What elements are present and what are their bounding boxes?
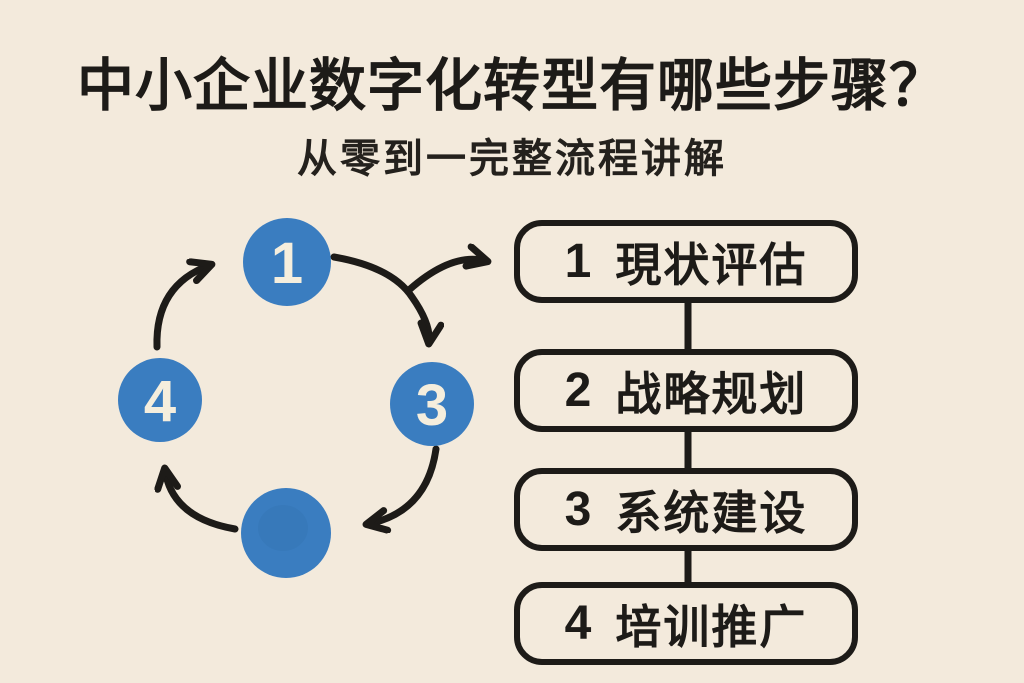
cycle-node-left — [118, 358, 202, 442]
step-label: 战略规划 — [615, 367, 808, 420]
step-box-3: 3 系统建设 — [514, 468, 858, 551]
cycle-node-right — [390, 362, 474, 446]
cycle-node-top — [243, 218, 331, 306]
cycle-node-right-label: 3 — [416, 373, 448, 438]
step-label: 培训推广 — [615, 600, 808, 653]
step-box-1: 1 現状评估 — [514, 220, 858, 303]
arrow-bottom-to-left — [165, 470, 239, 533]
cycle-node-bottom — [241, 488, 331, 578]
step-number: 3 — [564, 483, 594, 536]
cycle-nodes: 1 3 4 — [118, 218, 474, 578]
cycle-node-left-label: 4 — [144, 369, 176, 434]
arrow-top-to-right — [330, 253, 429, 342]
step-number: 2 — [564, 364, 594, 417]
arrow-left-to-top — [153, 265, 210, 351]
step-number: 4 — [564, 597, 594, 650]
cycle-node-bottom-smudge — [258, 505, 308, 551]
page-title: 中小企业数字化转型有哪些步骤？ — [77, 54, 947, 118]
step-box-2: 2 战略规划 — [514, 349, 858, 432]
arrow-right-to-bottom — [368, 445, 440, 524]
step-label: 現状评估 — [615, 238, 808, 291]
step-number: 1 — [564, 235, 594, 288]
step-box-4: 4 培训推广 — [514, 582, 858, 665]
arrow-branch-to-steps — [405, 259, 486, 294]
cycle-node-top-label: 1 — [271, 231, 303, 296]
step-label: 系统建设 — [615, 486, 808, 539]
page-subtitle: 从零到一完整流程讲解 — [297, 137, 727, 181]
